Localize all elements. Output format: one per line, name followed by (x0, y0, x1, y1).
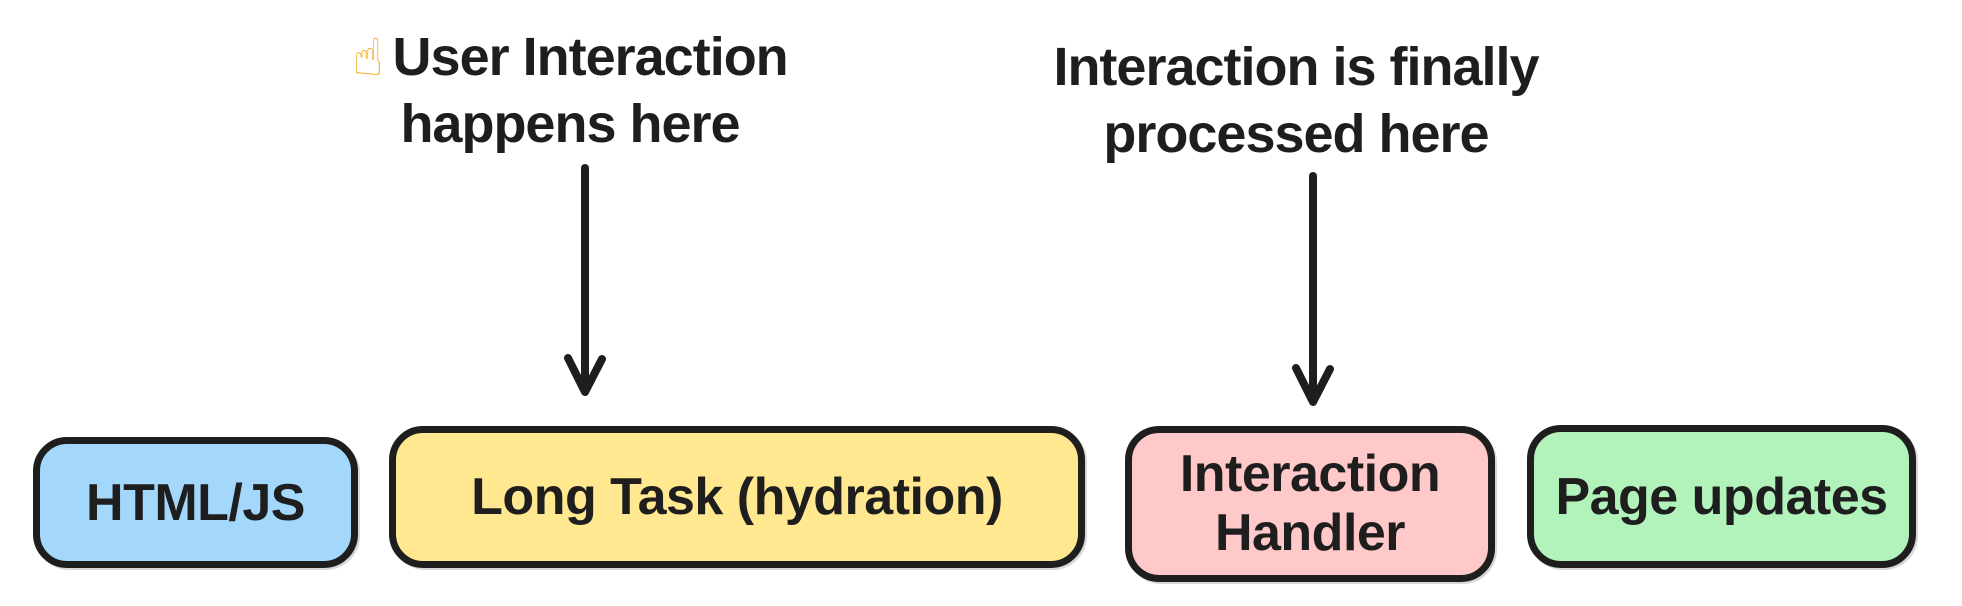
box-page-updates: Page updates (1527, 425, 1916, 568)
annotation-user-interaction-line1: ☝User Interaction (320, 24, 820, 91)
annotation-processed-here-line2: processed here (1103, 103, 1489, 164)
annotation-user-interaction-line2: happens here (400, 93, 740, 154)
annotation-user-interaction-text: User Interaction (392, 27, 789, 87)
box-html-js-label: HTML/JS (86, 473, 305, 532)
annotation-processed-here: Interaction is finally processed here (1046, 34, 1546, 168)
box-interaction-handler-label: Interaction Handler (1179, 445, 1441, 563)
annotation-user-interaction: ☝User Interaction happens here (320, 24, 820, 158)
box-interaction-handler: Interaction Handler (1125, 426, 1495, 582)
arrow-to-long-task (564, 164, 606, 396)
box-long-task-label: Long Task (hydration) (471, 468, 1003, 526)
arrow-to-interaction-handler (1292, 172, 1334, 406)
box-long-task-hydration: Long Task (hydration) (389, 426, 1085, 568)
box-html-js: HTML/JS (33, 437, 358, 568)
pointing-up-hand-icon: ☝ (352, 28, 383, 88)
box-interaction-handler-label-line2: Handler (1214, 504, 1406, 562)
box-interaction-handler-label-line1: Interaction (1179, 445, 1441, 504)
box-page-updates-label: Page updates (1555, 467, 1888, 526)
annotation-processed-here-line1: Interaction is finally (1053, 37, 1539, 97)
